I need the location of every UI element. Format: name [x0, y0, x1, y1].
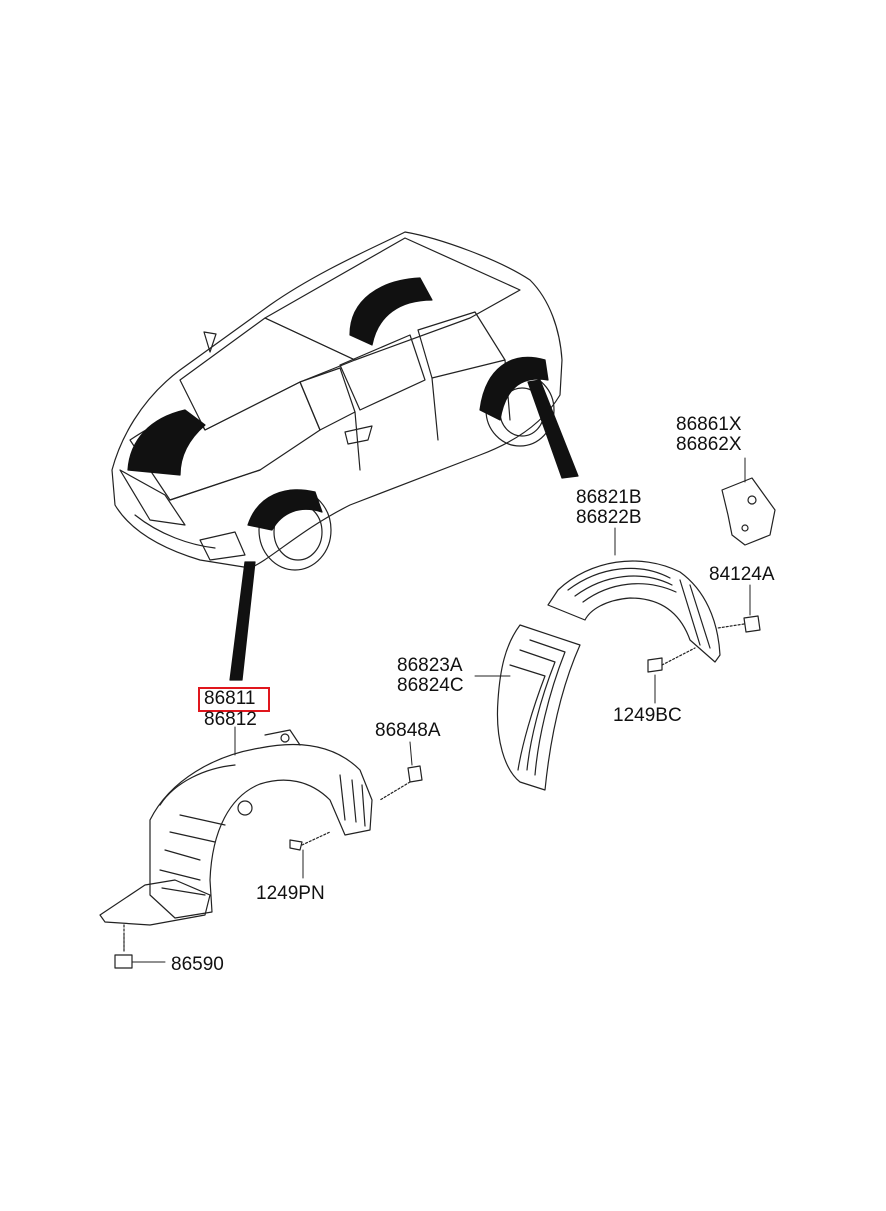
label-86823A[interactable]: 86823A	[397, 655, 463, 676]
rear-wheel-liner	[547, 560, 721, 663]
label-86811[interactable]: 86811	[204, 688, 256, 709]
label-86862X[interactable]: 86862X	[676, 434, 742, 455]
label-84124A[interactable]: 84124A	[709, 564, 775, 585]
fastener-1249PN	[289, 831, 331, 851]
label-86590[interactable]: 86590	[171, 954, 224, 975]
fastener-1249BC	[647, 647, 696, 673]
label-86822B[interactable]: 86822B	[576, 507, 642, 528]
label-86812[interactable]: 86812	[204, 709, 257, 730]
label-86848A[interactable]: 86848A	[375, 720, 441, 741]
front-wheel-liner	[99, 729, 373, 926]
highlight-box-86811	[198, 687, 270, 712]
liner-highlights	[127, 277, 579, 681]
fastener-84124A	[717, 615, 761, 633]
label-1249PN[interactable]: 1249PN	[256, 883, 325, 904]
label-86861X[interactable]: 86861X	[676, 414, 742, 435]
leader-lines	[123, 457, 751, 963]
label-86821B[interactable]: 86821B	[576, 487, 642, 508]
bracket-86861X	[721, 477, 776, 546]
label-1249BC[interactable]: 1249BC	[613, 705, 682, 726]
label-86824C[interactable]: 86824C	[397, 675, 464, 696]
rear-splash-shield	[496, 624, 581, 791]
fastener-86848A	[379, 765, 423, 801]
